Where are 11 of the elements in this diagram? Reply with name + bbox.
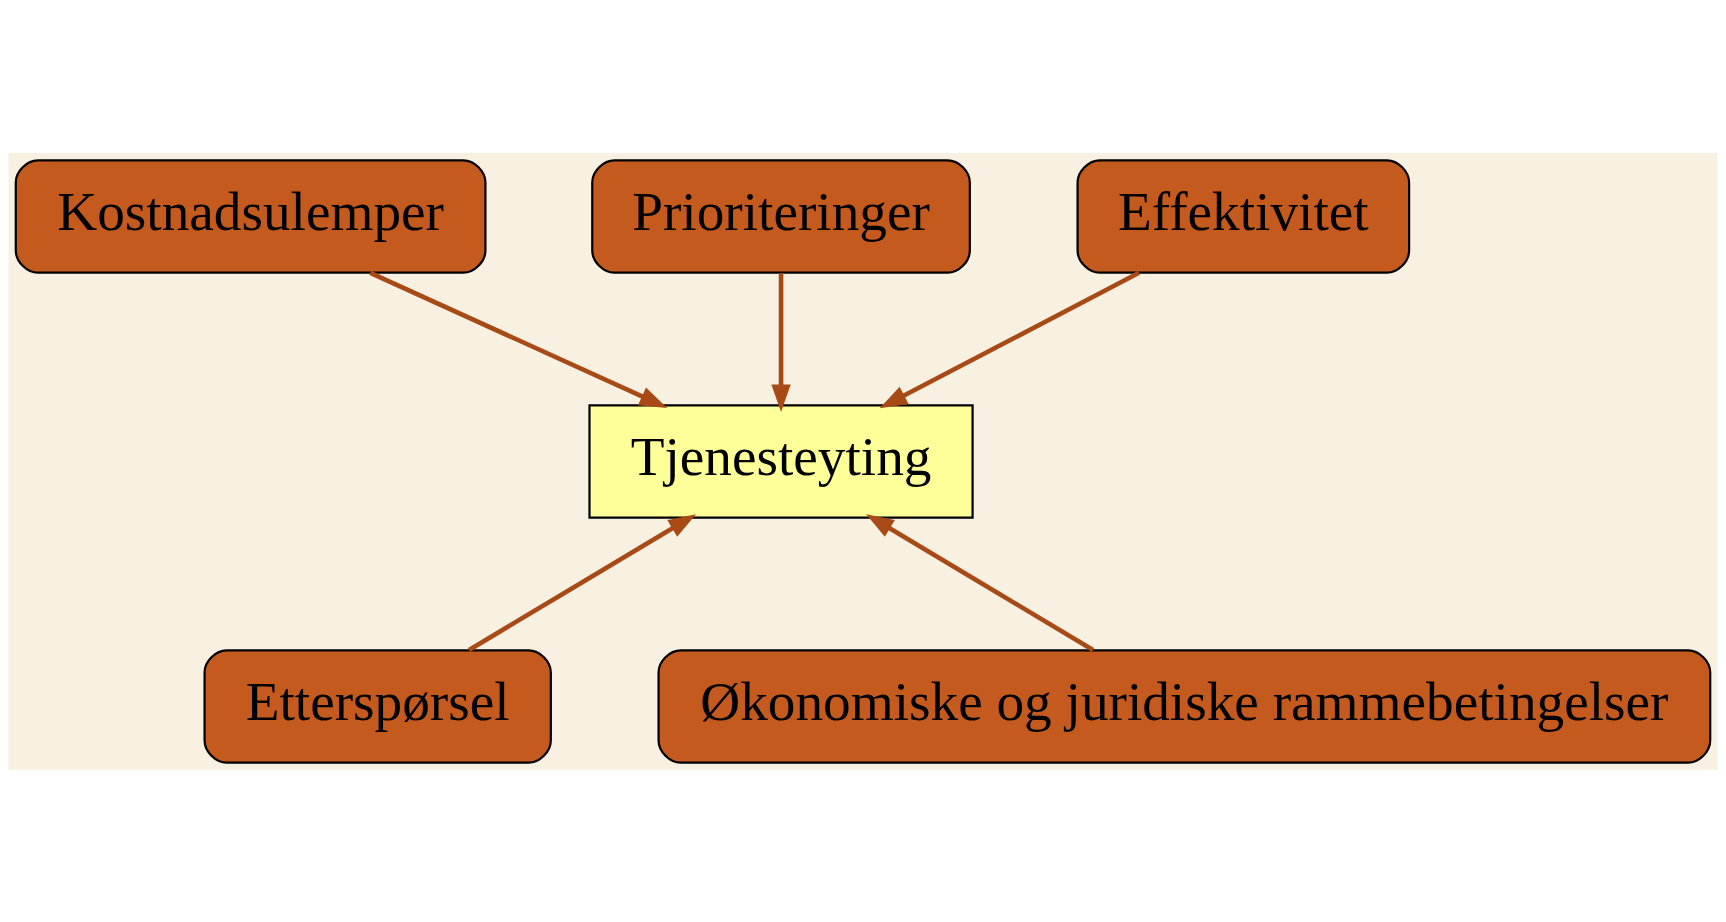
node-box: Tjenesteyting — [588, 403, 974, 519]
node-box: Etterspørsel — [203, 648, 552, 764]
node-box: Kostnadsulemper — [14, 158, 487, 274]
arrow — [369, 270, 668, 408]
arrow — [866, 513, 1095, 652]
node-box: Økonomiske og juridiske rammebetingelser — [657, 648, 1712, 764]
node-box: Prioriteringer — [591, 158, 971, 274]
arrow — [771, 272, 791, 412]
node-box: Effektivitet — [1076, 158, 1411, 274]
arrow — [879, 270, 1141, 408]
arrow — [467, 513, 696, 652]
